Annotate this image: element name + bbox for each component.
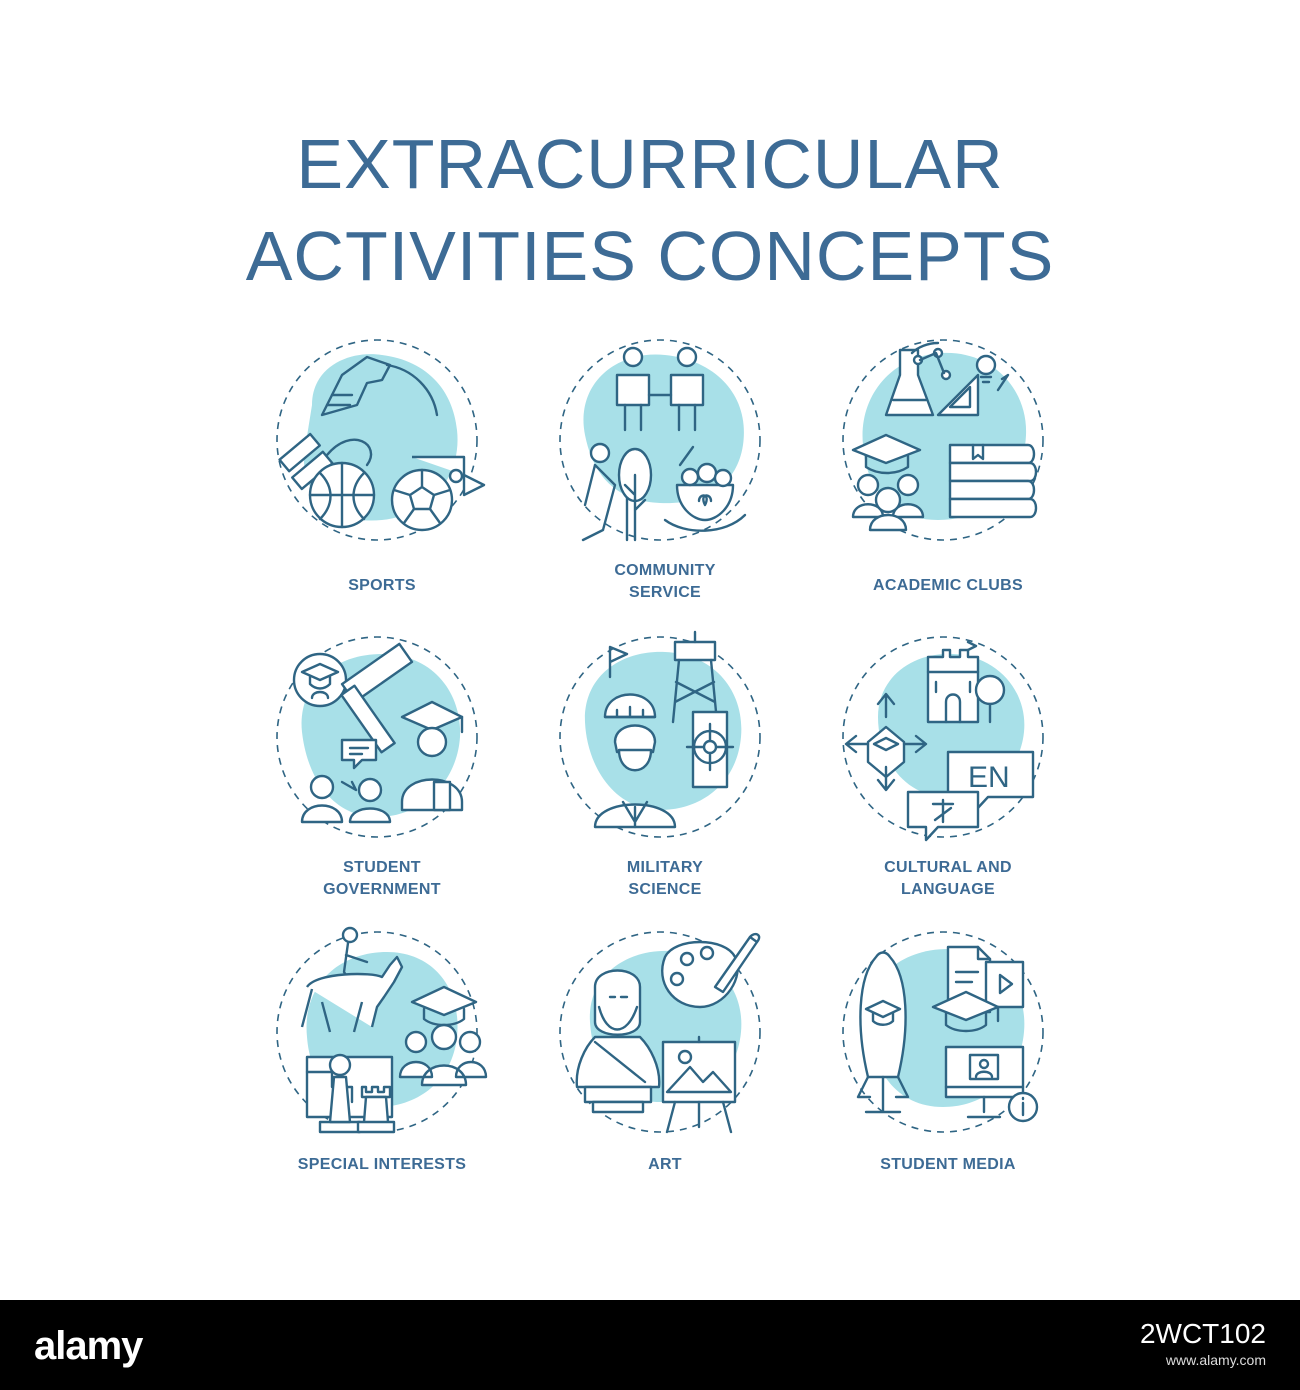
concept-military-science: MILITARY SCIENCE <box>545 630 805 902</box>
footer-bar: alamy 2WCT102 www.alamy.com <box>0 1300 1300 1390</box>
concept-community-service: COMMUNITY SERVICE <box>545 335 805 605</box>
concept-label: STUDENT GOVERNMENT <box>323 859 441 898</box>
concept-art: ART <box>545 927 805 1197</box>
title-line-1: EXTRACURRICULAR <box>296 125 1004 203</box>
concept-label: ACADEMIC CLUBS <box>873 577 1023 594</box>
footer-url[interactable]: www.alamy.com <box>1165 1352 1266 1368</box>
concept-academic-clubs: ACADEMIC CLUBS <box>828 335 1088 605</box>
art-icon <box>559 931 761 1134</box>
student-government-icon <box>276 636 478 838</box>
concept-grid: SPORTS COMMUNITY SERV <box>262 335 1088 1197</box>
concept-label: SPORTS <box>348 577 416 594</box>
concept-label: ART <box>648 1156 682 1173</box>
page-title: EXTRACURRICULAR ACTIVITIES CONCEPTS <box>0 118 1300 302</box>
concept-special-interests: SPECIAL INTERESTS <box>262 926 522 1197</box>
concept-cultural-language: EN CULTURAL AND LANGUAGE <box>828 632 1088 902</box>
special-interests-icon <box>276 926 488 1134</box>
title-line-2: ACTIVITIES CONCEPTS <box>245 217 1055 295</box>
student-media-icon <box>842 931 1044 1133</box>
concept-label: SPECIAL INTERESTS <box>297 1156 467 1173</box>
concept-label: COMMUNITY SERVICE <box>614 562 716 601</box>
academic-clubs-icon <box>842 339 1044 541</box>
sports-icon <box>276 339 486 541</box>
concept-label: CULTURAL AND LANGUAGE <box>884 859 1012 898</box>
footer-image-id: 2WCT102 <box>1139 1318 1266 1349</box>
language-badge-text: EN <box>968 761 1010 794</box>
cultural-language-icon: EN <box>842 636 1044 842</box>
concept-label: STUDENT MEDIA <box>880 1156 1016 1173</box>
concept-sports: SPORTS <box>262 335 522 605</box>
community-service-icon <box>559 339 761 542</box>
footer-logo[interactable]: alamy <box>34 1324 143 1368</box>
concept-student-media: STUDENT MEDIA <box>828 927 1088 1197</box>
military-science-icon <box>559 630 761 838</box>
concept-student-government: STUDENT GOVERNMENT <box>262 632 522 902</box>
concept-label: MILITARY SCIENCE <box>626 859 704 898</box>
